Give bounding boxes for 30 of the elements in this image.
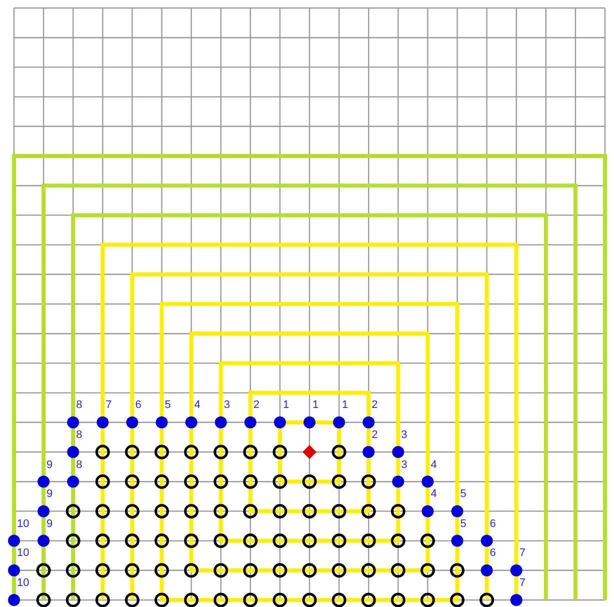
number-label: 3 (224, 399, 230, 412)
number-label: 10 (17, 547, 30, 560)
number-label: 9 (46, 518, 53, 530)
number-label: 4 (430, 488, 437, 500)
number-label: 3 (401, 429, 408, 441)
number-label: 2 (253, 399, 260, 412)
number-label: 2 (372, 399, 378, 412)
number-label: 6 (135, 399, 142, 412)
number-label: 2 (372, 429, 378, 441)
number-label: 7 (519, 547, 526, 560)
number-label: 10 (17, 518, 30, 530)
number-label: 4 (194, 399, 200, 412)
number-label: 5 (460, 518, 466, 530)
number-label: 1 (282, 399, 290, 412)
number-label: 6 (490, 518, 496, 530)
number-label: 1 (312, 399, 319, 412)
number-label: 8 (76, 399, 82, 412)
number-label: 1 (342, 399, 348, 412)
number-label: 8 (76, 458, 82, 471)
number-label: 9 (46, 488, 53, 500)
number-label: 6 (490, 547, 496, 560)
number-label: 5 (164, 399, 171, 412)
number-label: 4 (430, 458, 437, 471)
number-label: 7 (519, 577, 526, 589)
number-label: 3 (401, 458, 408, 471)
number-label: 8 (76, 429, 82, 441)
number-label: 5 (460, 488, 466, 500)
number-label: 10 (17, 577, 30, 589)
number-label: 7 (106, 399, 112, 412)
number-label: 9 (46, 458, 53, 471)
